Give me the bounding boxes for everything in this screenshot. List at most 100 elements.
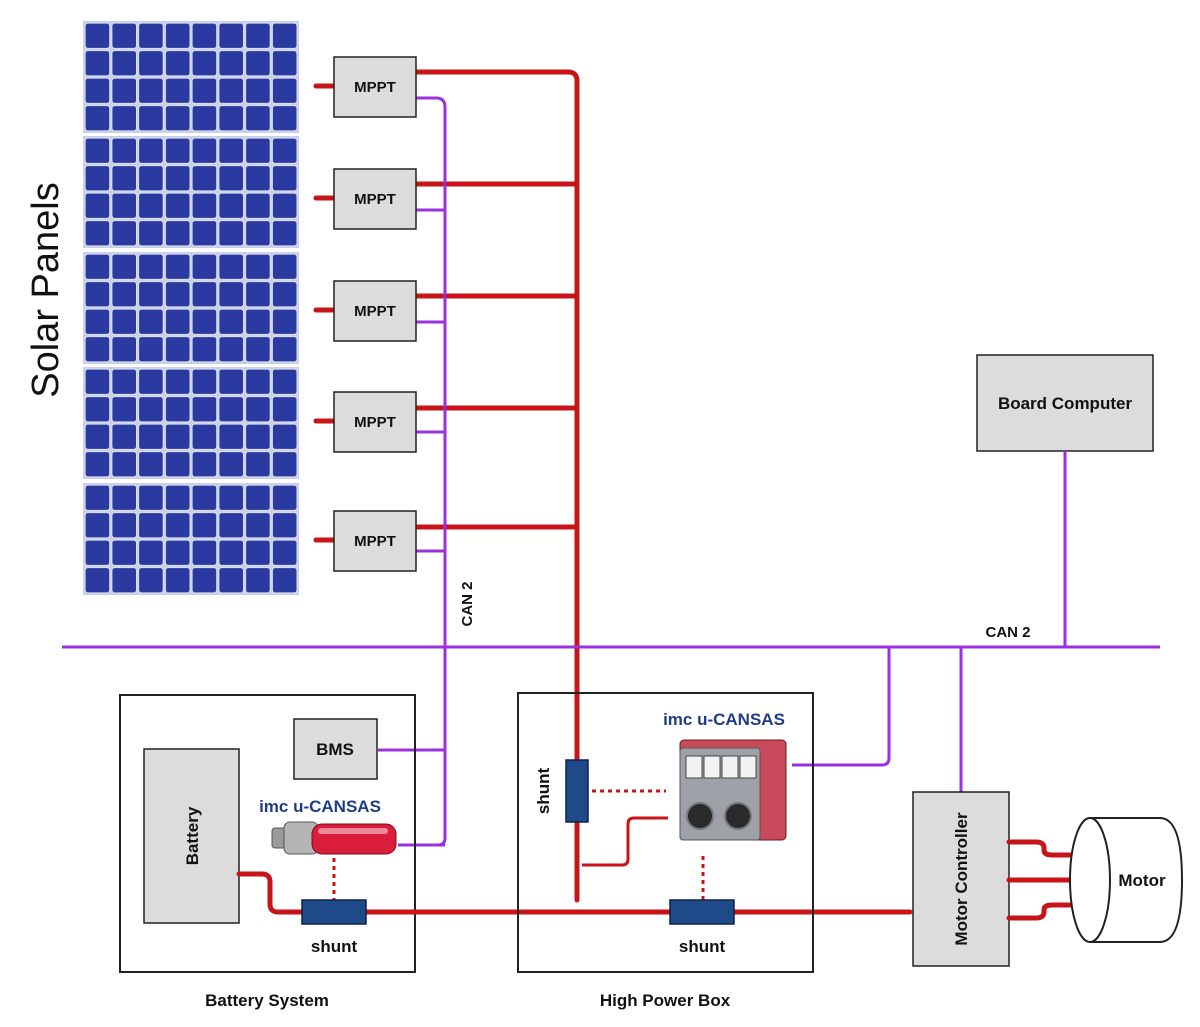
solar-cell: [271, 450, 298, 478]
solar-cell: [271, 511, 298, 539]
solar-cell: [191, 77, 218, 105]
solar-cell: [84, 539, 111, 567]
solar-cell: [111, 219, 138, 247]
solar-cell: [84, 335, 111, 363]
solar-cell: [244, 137, 271, 165]
solar-cell: [218, 77, 245, 105]
solar-cell: [111, 104, 138, 132]
battery-shunt: [301, 899, 367, 925]
solar-cell: [271, 137, 298, 165]
solar-cell: [244, 280, 271, 308]
mppt-2-label: MPPT: [354, 191, 396, 208]
solar-cell: [84, 511, 111, 539]
solar-cell: [191, 219, 218, 247]
solar-cell: [111, 164, 138, 192]
solar-cell: [137, 22, 164, 50]
mppt-4: [333, 391, 417, 453]
solar-cell: [271, 192, 298, 220]
motor-controller-label: Motor Controller: [952, 812, 971, 946]
solar-cell: [137, 484, 164, 512]
solar-panel-5: [83, 483, 299, 595]
solar-cell: [218, 253, 245, 281]
solar-cell: [191, 253, 218, 281]
solar-cell: [84, 423, 111, 451]
solar-cell: [271, 49, 298, 77]
solar-cell: [84, 192, 111, 220]
battery-cansas-label: imc u-CANSAS: [259, 797, 381, 816]
solar-cell: [111, 335, 138, 363]
solar-cell: [137, 539, 164, 567]
solar-cell: [137, 192, 164, 220]
solar-cell: [84, 49, 111, 77]
solar-cell: [271, 395, 298, 423]
solar-cell: [84, 104, 111, 132]
solar-cell: [191, 539, 218, 567]
solar-cell: [137, 164, 164, 192]
solar-cell: [111, 511, 138, 539]
board-computer-label: Board Computer: [998, 394, 1133, 413]
solar-cell: [271, 104, 298, 132]
solar-cell: [137, 253, 164, 281]
solar-cell: [191, 484, 218, 512]
solar-cell: [271, 308, 298, 336]
solar-cell: [244, 335, 271, 363]
solar-cell: [218, 137, 245, 165]
solar-cell: [111, 137, 138, 165]
solar-cell: [111, 368, 138, 396]
solar-cell: [218, 368, 245, 396]
battery-system-frame: [119, 694, 416, 973]
motor-controller: [912, 791, 1010, 967]
solar-cell: [164, 308, 191, 336]
mppt-5-label: MPPT: [354, 533, 396, 550]
solar-cell: [271, 77, 298, 105]
solar-cell: [191, 450, 218, 478]
solar-cell: [164, 104, 191, 132]
solar-cell: [137, 137, 164, 165]
solar-cell: [111, 423, 138, 451]
mppt-3: [333, 280, 417, 342]
solar-cell: [218, 219, 245, 247]
bms-label: BMS: [316, 740, 354, 759]
mppt-3-label: MPPT: [354, 303, 396, 320]
solar-cell: [191, 308, 218, 336]
solar-cell: [218, 104, 245, 132]
solar-cell: [111, 22, 138, 50]
mppt-power-lines: [412, 69, 580, 903]
solar-cell: [164, 335, 191, 363]
solar-cell: [164, 368, 191, 396]
can-bus-label: CAN 2: [985, 624, 1030, 641]
solar-cell: [271, 22, 298, 50]
solar-cell: [84, 253, 111, 281]
solar-cell: [164, 511, 191, 539]
solar-cell: [164, 566, 191, 594]
solar-cell: [191, 137, 218, 165]
mppt-units: MPPT MPPT MPPT MPPT MPPT: [333, 56, 417, 572]
solar-cell: [164, 253, 191, 281]
solar-panel-3: [83, 252, 299, 364]
battery: [143, 748, 240, 924]
high-power-box-frame: [517, 692, 814, 973]
motor: [1069, 817, 1184, 943]
solar-cell: [137, 49, 164, 77]
solar-cell: [164, 49, 191, 77]
solar-cell: [164, 192, 191, 220]
solar-cell: [244, 423, 271, 451]
solar-cell: [111, 450, 138, 478]
solar-cell: [218, 423, 245, 451]
solar-cell: [137, 423, 164, 451]
solar-cell: [84, 137, 111, 165]
solar-cell: [164, 395, 191, 423]
solar-cell: [164, 280, 191, 308]
solar-cell: [191, 22, 218, 50]
solar-cell: [137, 308, 164, 336]
solar-cell: [137, 219, 164, 247]
solar-cell: [191, 280, 218, 308]
solar-cell: [244, 77, 271, 105]
solar-cell: [84, 368, 111, 396]
solar-cell: [218, 484, 245, 512]
hpb-cansas-input-line: [582, 816, 668, 867]
solar-cell: [164, 77, 191, 105]
solar-cell: [244, 511, 271, 539]
solar-cell: [191, 566, 218, 594]
